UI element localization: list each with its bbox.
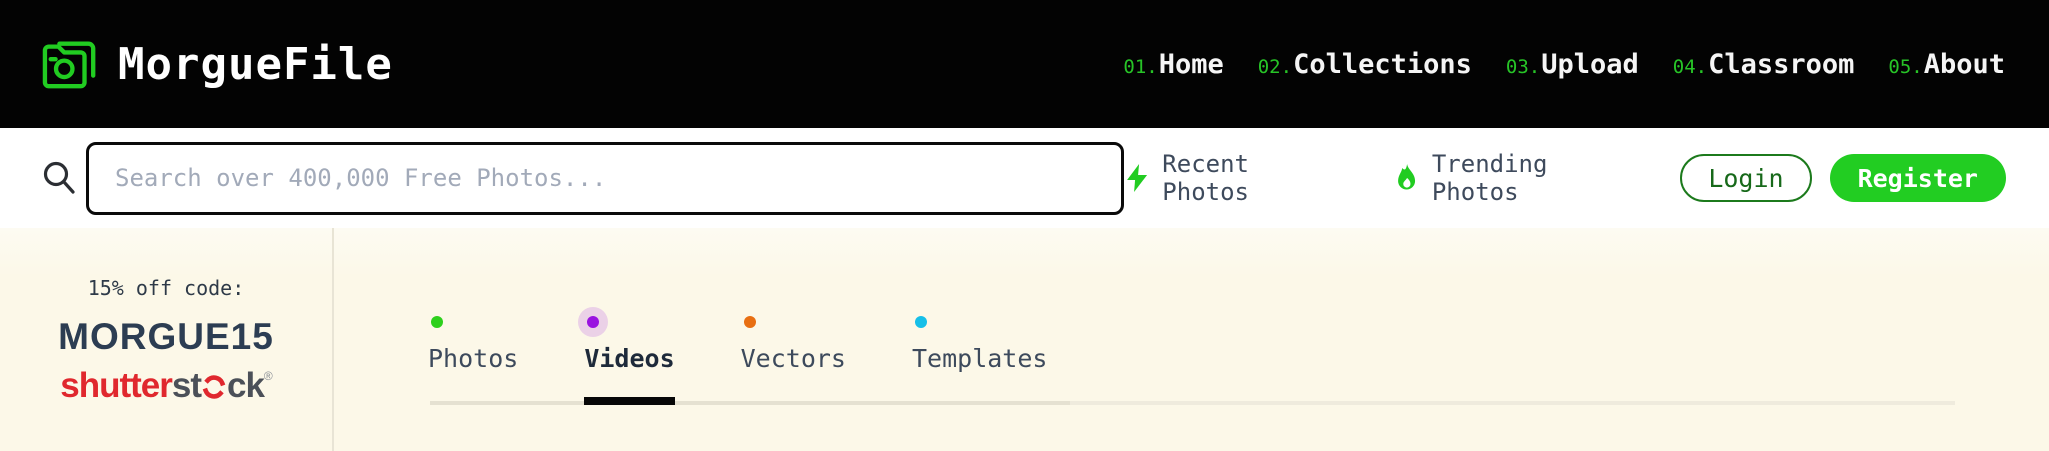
tab-label: Templates	[911, 344, 1048, 373]
tabs-divider-line	[430, 401, 1070, 405]
browse-content: Photos Videos Vectors Templates	[334, 228, 2049, 451]
register-button[interactable]: Register	[1829, 154, 2006, 202]
nav-label: About	[1923, 48, 2005, 80]
logo[interactable]: MorgueFile	[40, 36, 393, 92]
top-header: MorgueFile 01. Home 02. Collections 03. …	[0, 0, 2049, 128]
nav-item-upload[interactable]: 03. Upload	[1506, 49, 1639, 80]
nav-item-home[interactable]: 01. Home	[1123, 49, 1223, 80]
nav-label: Home	[1158, 48, 1224, 80]
search-input[interactable]	[86, 141, 1125, 215]
registered-mark: ®	[263, 369, 273, 383]
tab-label: Videos	[584, 344, 675, 373]
nav-number: 03.	[1505, 55, 1541, 78]
promo-sidebar: 15% off code: MORGUE15 shutter st ck ®	[0, 228, 334, 451]
main-content: 15% off code: MORGUE15 shutter st ck ® P…	[0, 228, 2049, 451]
recent-photos-link[interactable]: Recent Photos	[1124, 150, 1338, 206]
brand-text-gray2: ck	[226, 366, 265, 405]
videos-dot-icon	[578, 307, 609, 337]
photos-dot-icon	[431, 316, 443, 328]
nav-number: 01.	[1123, 55, 1158, 78]
trending-photos-link[interactable]: Trending Photos	[1394, 150, 1635, 206]
logo-text: MorgueFile	[118, 38, 393, 90]
recent-photos-label: Recent Photos	[1162, 150, 1249, 206]
promo-code: MORGUE15	[58, 316, 274, 357]
flame-icon	[1397, 164, 1415, 190]
shutter-o-icon	[202, 374, 226, 399]
media-type-tabs: Photos Videos Vectors Templates	[428, 307, 2049, 405]
nav-number: 02.	[1257, 55, 1293, 78]
nav-label: Upload	[1541, 48, 1639, 80]
tabs-divider-line-light	[1070, 401, 1955, 405]
tab-photos[interactable]: Photos	[428, 316, 518, 405]
camera-folder-icon	[42, 41, 96, 89]
nav-number: 05.	[1888, 55, 1923, 78]
lightning-icon	[1127, 164, 1148, 192]
tab-label: Photos	[428, 344, 519, 373]
templates-dot-icon	[914, 316, 927, 328]
tab-videos[interactable]: Videos	[578, 307, 675, 405]
nav-item-about[interactable]: 05. About	[1888, 49, 2005, 80]
vectors-dot-icon	[743, 316, 756, 328]
nav-number: 04.	[1672, 55, 1708, 78]
trending-photos-label: Trending Photos	[1431, 150, 1548, 206]
search-icon	[43, 161, 75, 194]
login-button[interactable]: Login	[1680, 154, 1812, 202]
tab-vectors[interactable]: Vectors	[741, 316, 846, 405]
promo-text: 15% off code:	[87, 276, 245, 300]
tab-templates[interactable]: Templates	[912, 316, 1047, 405]
nav-item-collections[interactable]: 02. Collections	[1258, 49, 1472, 80]
search-bar: Recent Photos Trending Photos Login Regi…	[0, 128, 2049, 228]
brand-text-gray: st	[171, 366, 202, 405]
top-navigation: 01. Home 02. Collections 03. Upload 04. …	[1123, 49, 2005, 80]
nav-label: Collections	[1293, 48, 1472, 80]
nav-item-classroom[interactable]: 04. Classroom	[1673, 49, 1855, 80]
nav-label: Classroom	[1708, 48, 1855, 80]
tab-label: Vectors	[740, 344, 846, 373]
brand-text-red: shutter	[60, 366, 173, 405]
search-bar-actions: Recent Photos Trending Photos Login Regi…	[1124, 150, 2006, 206]
shutterstock-logo[interactable]: shutter st ck ®	[60, 366, 273, 405]
